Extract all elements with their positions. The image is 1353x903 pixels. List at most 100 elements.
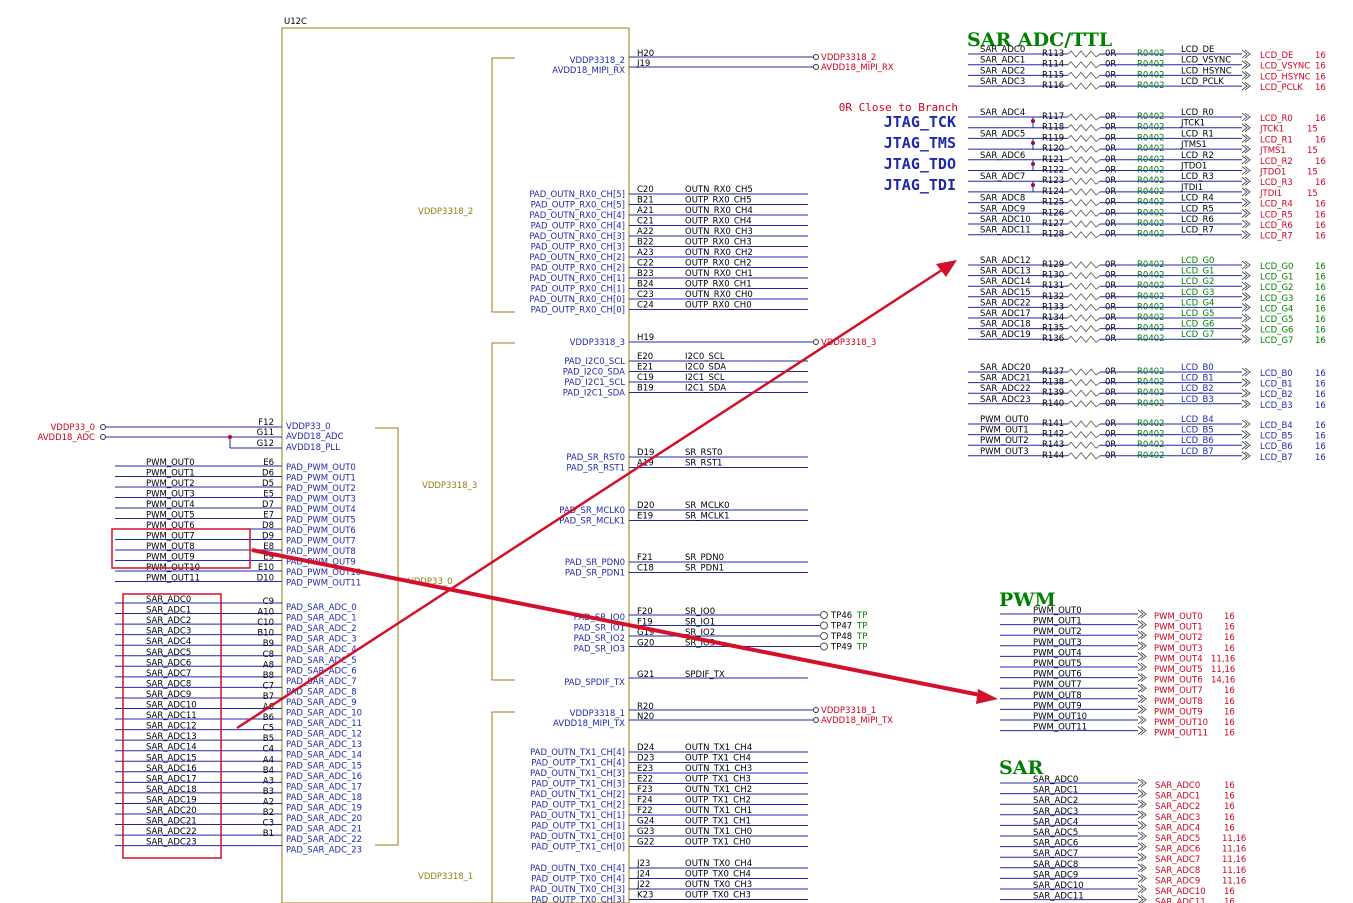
port-arrow [1241, 430, 1251, 439]
sar-net-label: SAR_ADC13 [146, 732, 197, 742]
ttl-input-net: SAR_ADC14 [980, 277, 1031, 287]
pin-number: E21 [637, 363, 653, 373]
offpage-port: LCD_R4 [1260, 200, 1293, 210]
page-ref: 16 [1315, 432, 1326, 442]
pad-name: PAD_SAR_ADC_18 [286, 793, 362, 803]
port-arrow [1137, 874, 1147, 883]
sar-net-label: SAR_ADC5 [146, 648, 191, 658]
pin-number: F23 [637, 785, 653, 795]
ttl-input-net: SAR_ADC6 [980, 151, 1025, 161]
pad-name: PAD_OUTP_TX1_CH[0] [531, 843, 625, 853]
pin-number: D20 [637, 501, 654, 511]
sar-net-label: SAR_ADC15 [146, 753, 197, 763]
pad-name: PAD_SR_IO3 [574, 645, 625, 655]
resistor-ref: R138 [1042, 378, 1064, 388]
resistor-symbol [1067, 368, 1101, 376]
page-ref: 11,16 [1211, 665, 1235, 675]
net-label: OUTN_TX0_CH3 [685, 880, 752, 890]
pad-name: PAD_PWM_OUT7 [286, 537, 356, 547]
resistor-symbol [1067, 61, 1101, 69]
ttl-input-net: SAR_ADC21 [980, 374, 1031, 384]
offpage-port: SAR_ADC6 [1155, 845, 1200, 855]
pin-number: B23 [637, 269, 654, 279]
port-arrow [1241, 451, 1251, 461]
pin-number: C9 [263, 597, 274, 607]
annotation-arrowhead [936, 260, 957, 277]
pad-name: PAD_SAR_ADC_14 [286, 751, 362, 761]
resistor-ref: R142 [1042, 430, 1064, 440]
pin-number: D19 [637, 448, 654, 458]
pin-number: A3 [263, 776, 274, 786]
resistor-ref: R134 [1042, 313, 1064, 323]
page-ref: 16 [1224, 781, 1235, 791]
port-arrow [1241, 260, 1251, 270]
page-ref: 16 [1224, 898, 1235, 903]
page-ref: 16 [1315, 135, 1326, 145]
pad-name: PAD_SAR_ADC_15 [286, 761, 362, 771]
resistor-symbol [1067, 198, 1101, 207]
pad-name: PAD_OUTP_TX0_CH[3] [531, 896, 625, 903]
resistor-ref: R113 [1042, 49, 1064, 59]
page-ref: 16 [1315, 326, 1326, 336]
net-label: OUTP_RX0_CH1 [685, 280, 752, 290]
annotation-arrow-line [236, 266, 946, 730]
page-ref: 16 [1315, 178, 1326, 188]
pin-number: E10 [258, 563, 274, 573]
net-label: OUTP_RX0_CH3 [685, 238, 752, 248]
page-ref: 16 [1315, 62, 1326, 72]
offpage-port: SAR_ADC0 [1155, 781, 1200, 791]
port-arrow [1137, 831, 1147, 841]
net-label: OUTN_TX1_CH0 [685, 827, 752, 837]
pad-name: PAD_OUTN_RX0_CH[5] [529, 190, 625, 200]
pin-number: E5 [263, 490, 274, 500]
page-ref: 16 [1315, 72, 1326, 82]
pin-number: G21 [637, 670, 654, 680]
pad-name: PAD_I2C1_SCL [564, 378, 625, 388]
sar-net-label: SAR_ADC6 [146, 658, 191, 668]
ttl-input-net: SAR_ADC0 [980, 45, 1025, 55]
pin-number: B10 [257, 629, 274, 639]
pad-name: PAD_SAR_ADC_9 [286, 698, 357, 708]
resistor-ref: R123 [1042, 176, 1064, 186]
resistor-ref: R137 [1042, 367, 1064, 377]
resistor-symbol [1067, 293, 1101, 301]
ttl-output-net: LCD_B5 [1181, 426, 1214, 436]
port-arrow [1137, 673, 1147, 682]
pin-number: B8 [263, 671, 274, 681]
pad-name: PAD_SAR_ADC_3 [286, 635, 357, 645]
ttl-output-net: LCD_R7 [1181, 226, 1214, 236]
offpage-port: SAR_ADC3 [1155, 813, 1200, 823]
ttl-output-net: LCD_R6 [1181, 215, 1214, 225]
pwm-net-label: PWM_OUT7 [146, 532, 195, 542]
resistor-ref: R117 [1042, 112, 1064, 122]
port-arrow [1137, 726, 1147, 735]
page-ref: 16 [1224, 813, 1235, 823]
pad-name: PAD_OUTP_RX0_CH[5] [531, 201, 625, 211]
net-label: OUTP_RX0_CH4 [685, 217, 752, 227]
offpage-port: SAR_ADC2 [1155, 802, 1200, 812]
offpage-port: LCD_R3 [1260, 178, 1293, 188]
page-ref: 16 [1224, 697, 1235, 707]
pwm-net: PWM_OUT11 [1033, 723, 1087, 733]
sar-net-label: SAR_ADC12 [146, 722, 197, 732]
power-domain-label: VDDP3318_2 [418, 207, 473, 217]
resistor-ref: R140 [1042, 399, 1064, 409]
pin-number: C21 [637, 217, 654, 227]
pad-name: PAD_OUTN_TX1_CH[4] [530, 748, 625, 758]
pin-number: J24 [636, 870, 650, 880]
sar-net-label: SAR_ADC22 [146, 827, 197, 837]
sar-net-label: SAR_ADC9 [146, 690, 191, 700]
pad-name: PAD_OUTN_TX1_CH[3] [530, 769, 625, 779]
net-label: SR_MCLK1 [685, 512, 730, 522]
pad-name: PAD_SAR_ADC_21 [286, 825, 362, 835]
ttl-input-net: SAR_ADC17 [980, 309, 1031, 319]
pwm-net: PWM_OUT10 [1033, 712, 1087, 722]
test-point-ref: TP46 [830, 611, 852, 621]
ttl-output-net: LCD_B3 [1181, 395, 1214, 405]
pad-name: PAD_SAR_ADC_22 [286, 835, 362, 845]
page-ref: 16 [1315, 51, 1326, 61]
pin-number: A2 [263, 797, 274, 807]
pad-name: PAD_SAR_ADC_7 [286, 677, 357, 687]
pwm-net: PWM_OUT3 [1033, 638, 1082, 648]
port-arrow [1241, 49, 1251, 59]
